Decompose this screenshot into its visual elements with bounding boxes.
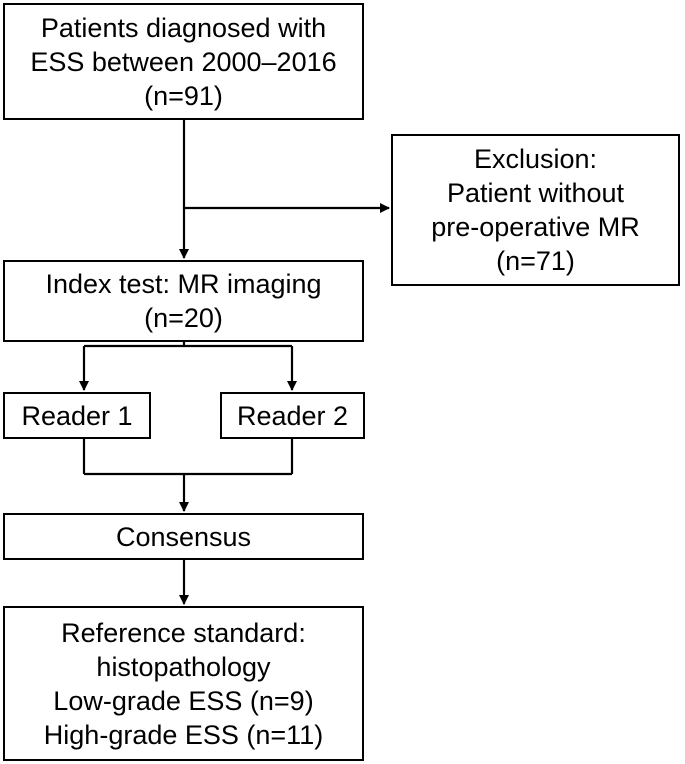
consensus-label: Consensus	[115, 521, 252, 552]
box-exclusion: Exclusion: Patient without pre-operative…	[391, 134, 680, 286]
reader2-label: Reader 2	[236, 400, 349, 431]
exclusion-line-3: pre-operative MR	[431, 212, 640, 242]
exclusion-line-4: (n=71)	[496, 246, 575, 276]
box-consensus: Consensus	[3, 513, 364, 560]
reference-line-3: Low-grade ESS (n=9)	[53, 685, 314, 716]
exclusion-line-1: Exclusion:	[473, 144, 598, 174]
index-line-2: (n=20)	[144, 303, 223, 333]
patients-line-3: (n=91)	[144, 80, 223, 111]
reference-line-1: Reference standard:	[61, 617, 306, 648]
box-patients-diagnosed: Patients diagnosed with ESS between 2000…	[3, 3, 364, 120]
box-reader-1: Reader 1	[3, 392, 151, 439]
index-line-1: Index test: MR imaging	[45, 269, 322, 299]
reference-line-2: histopathology	[96, 651, 271, 682]
reference-line-4: High-grade ESS (n=11)	[43, 719, 324, 750]
exclusion-line-2: Patient without	[446, 178, 625, 208]
patients-line-2: ESS between 2000–2016	[30, 46, 337, 77]
box-index-test: Index test: MR imaging (n=20)	[3, 260, 364, 342]
box-reference-standard: Reference standard: histopathology Low-g…	[3, 606, 364, 761]
box-reader-2: Reader 2	[220, 392, 365, 439]
patients-line-1: Patients diagnosed with	[40, 12, 327, 43]
reader1-label: Reader 1	[21, 400, 133, 431]
